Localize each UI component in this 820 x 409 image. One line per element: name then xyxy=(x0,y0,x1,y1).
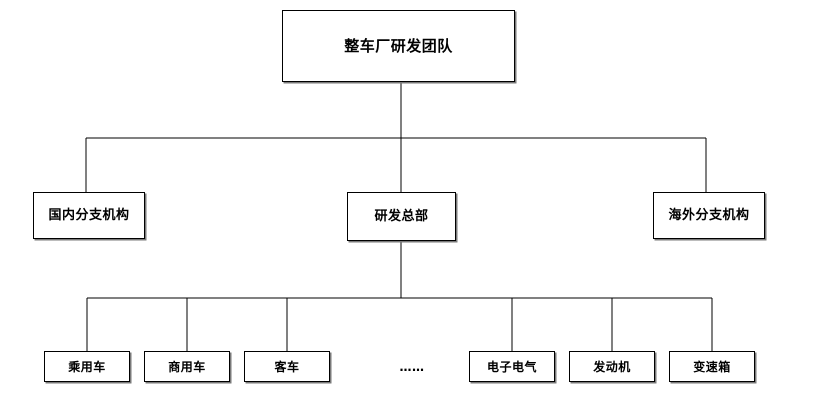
node-passenger-car[interactable]: 乘用车 xyxy=(44,351,130,382)
node-engine-label: 发动机 xyxy=(593,359,631,374)
node-rd-headquarters[interactable]: 研发总部 xyxy=(347,192,456,241)
node-domestic-branch-label: 国内分支机构 xyxy=(48,208,130,223)
node-more-ellipsis: …… xyxy=(372,351,452,382)
node-commercial-vehicle[interactable]: 商用车 xyxy=(144,351,230,382)
node-root[interactable]: 整车厂研发团队 xyxy=(282,10,515,82)
node-bus-vehicle[interactable]: 客车 xyxy=(244,351,330,382)
node-overseas-branch-label: 海外分支机构 xyxy=(668,208,750,223)
node-transmission[interactable]: 变速箱 xyxy=(669,351,755,382)
node-more-ellipsis-label: …… xyxy=(399,359,425,374)
node-root-label: 整车厂研发团队 xyxy=(344,36,453,55)
node-bus-vehicle-label: 客车 xyxy=(274,359,300,374)
node-overseas-branch[interactable]: 海外分支机构 xyxy=(653,192,765,239)
node-transmission-label: 变速箱 xyxy=(693,359,731,374)
node-electronics-electrical[interactable]: 电子电气 xyxy=(469,351,555,382)
node-electronics-electrical-label: 电子电气 xyxy=(486,359,537,374)
node-domestic-branch[interactable]: 国内分支机构 xyxy=(33,192,145,239)
node-rd-headquarters-label: 研发总部 xyxy=(374,209,429,224)
node-passenger-car-label: 乘用车 xyxy=(68,359,106,374)
node-commercial-vehicle-label: 商用车 xyxy=(168,359,206,374)
node-engine[interactable]: 发动机 xyxy=(569,351,655,382)
